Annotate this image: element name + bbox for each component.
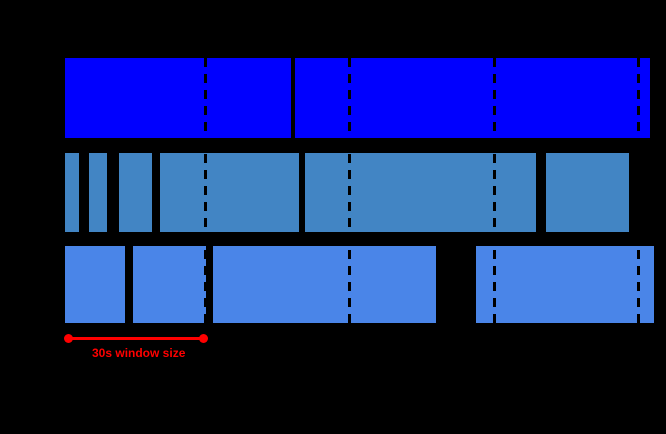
window-boundary-line bbox=[204, 58, 207, 323]
measure-line bbox=[68, 337, 203, 340]
stream-3-bar bbox=[133, 246, 206, 323]
stream-3-bar bbox=[213, 246, 436, 323]
measure-label: 30s window size bbox=[92, 346, 186, 360]
window-boundary-line bbox=[493, 58, 496, 323]
window-boundary-line bbox=[637, 58, 640, 323]
stream-3-bar bbox=[476, 246, 654, 323]
window-boundary-line bbox=[348, 58, 351, 323]
stream-2-bar bbox=[305, 153, 536, 232]
stream-3-bar bbox=[65, 246, 125, 323]
measure-endpoint-right bbox=[199, 334, 208, 343]
stream-2-bar bbox=[546, 153, 629, 232]
measure-endpoint-left bbox=[64, 334, 73, 343]
stream-2-bar bbox=[65, 153, 79, 232]
stream-2-bar bbox=[160, 153, 299, 232]
stream-1-bar bbox=[65, 58, 291, 138]
stream-2-bar bbox=[89, 153, 107, 232]
stream-1-bar bbox=[295, 58, 650, 138]
stream-2-bar bbox=[119, 153, 152, 232]
